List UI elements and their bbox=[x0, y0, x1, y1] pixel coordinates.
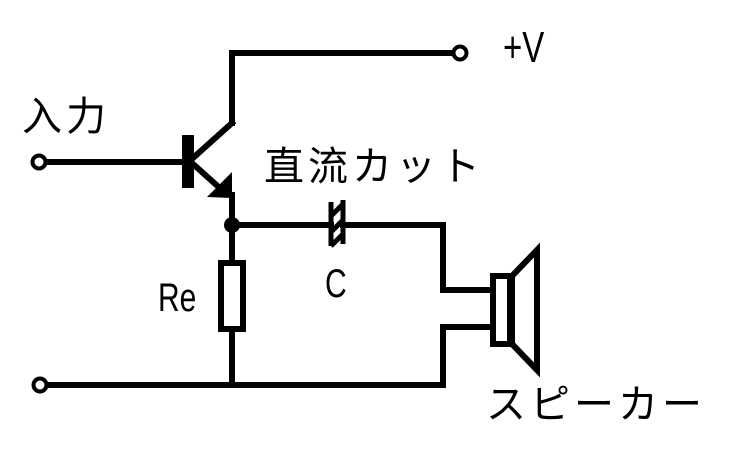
transistor-base-bar bbox=[182, 135, 194, 188]
ground-wire bbox=[43, 324, 495, 388]
capacitor-c bbox=[328, 200, 346, 248]
supply-wire bbox=[229, 50, 455, 126]
resistor-re bbox=[218, 260, 246, 332]
cap-right-wire bbox=[340, 222, 495, 293]
speaker-magnet bbox=[490, 273, 513, 347]
input-label: 入力 bbox=[22, 94, 110, 140]
emitter-arrow-icon bbox=[207, 172, 232, 198]
input-terminal bbox=[30, 153, 48, 171]
supply-terminal bbox=[451, 44, 469, 62]
junction-node bbox=[224, 217, 240, 233]
resistor-label: Re bbox=[158, 276, 197, 320]
speaker-label: スピーカー bbox=[486, 382, 706, 428]
supply-label: +V bbox=[503, 23, 545, 72]
emitter-lead bbox=[188, 159, 227, 195]
speaker-cone bbox=[509, 242, 540, 378]
dc-cut-label: 直流カット bbox=[264, 144, 484, 190]
collector-lead bbox=[188, 118, 237, 163]
capacitor-label: C bbox=[325, 262, 347, 306]
ground-terminal bbox=[31, 376, 49, 394]
